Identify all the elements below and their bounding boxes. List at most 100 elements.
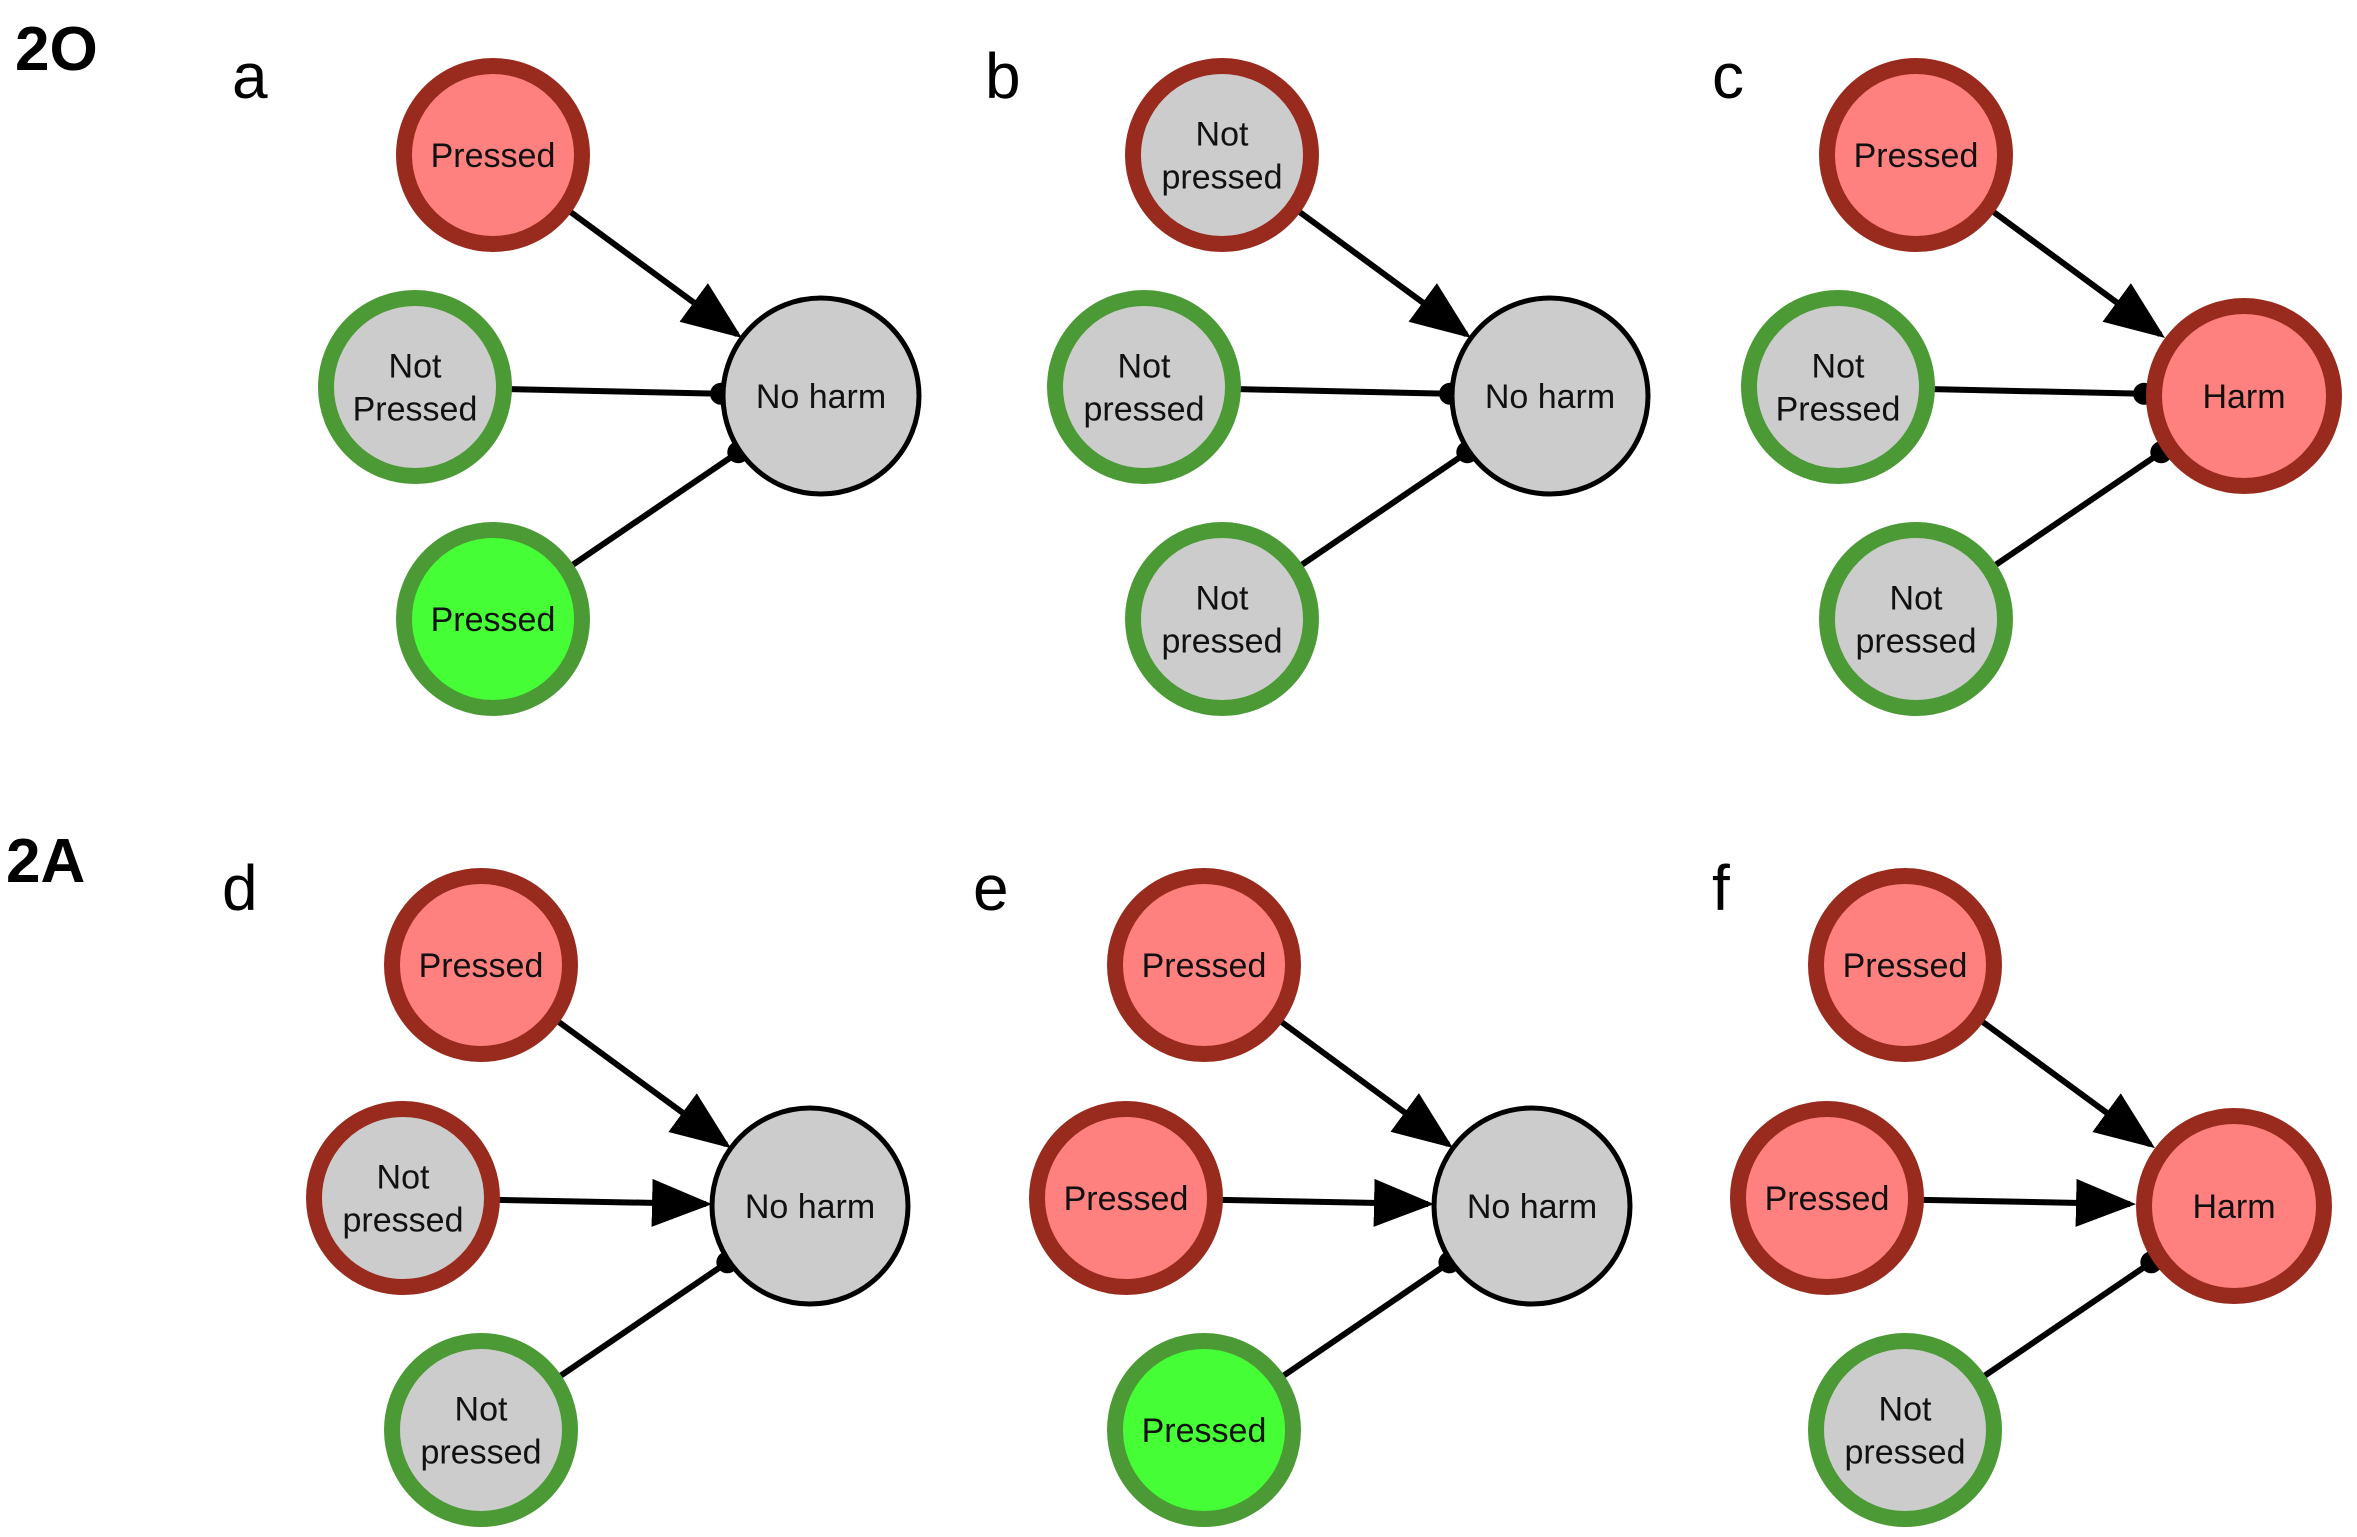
- node-a-input-3: Pressed: [396, 522, 590, 716]
- node-a-input-1-label-line: Pressed: [431, 137, 556, 175]
- edge-c-1: [1990, 208, 2166, 338]
- node-f-input-3-label-line: Not: [1879, 1390, 1932, 1428]
- node-d-input-2-label-line: pressed: [343, 1201, 464, 1239]
- node-d-outcome-label-line: No harm: [745, 1188, 875, 1226]
- edge-f-3: [1981, 1259, 2154, 1380]
- node-b-outcome: No harm: [1449, 295, 1651, 497]
- node-c-input-3: Not pressed: [1819, 522, 2013, 716]
- node-d-input-3-label-line: Not: [455, 1390, 508, 1428]
- node-c-input-3-label-line: pressed: [1856, 622, 1977, 660]
- node-d-outcome: No harm: [709, 1105, 911, 1307]
- node-a-input-1: Pressed: [396, 58, 590, 252]
- node-e-outcome: No harm: [1431, 1105, 1633, 1307]
- panel-letter-e: e: [973, 852, 1009, 924]
- node-a-input-1-circle: [396, 58, 590, 252]
- node-e-input-2-label-line: Pressed: [1064, 1180, 1189, 1218]
- node-f-outcome-label-line: Harm: [2192, 1188, 2275, 1226]
- node-b-outcome-circle: [1449, 295, 1651, 497]
- node-d-input-2: Not pressed: [306, 1101, 500, 1295]
- node-a-outcome-label-line: No harm: [756, 378, 886, 416]
- edge-f-2: [1921, 1178, 2137, 1227]
- node-f-input-1-label-line: Pressed: [1843, 947, 1968, 985]
- panel-letter-d: d: [222, 852, 258, 924]
- node-a-input-2-label-line: Pressed: [353, 390, 478, 428]
- node-f-outcome: Harm: [2136, 1108, 2332, 1304]
- node-b-input-3-label-line: pressed: [1162, 622, 1283, 660]
- node-f-input-3: Not pressed: [1808, 1333, 2002, 1527]
- node-b-input-2-circle: [1047, 290, 1241, 484]
- node-b-input-1-label-line: pressed: [1162, 158, 1283, 196]
- node-f-input-2-label-line: Pressed: [1765, 1180, 1890, 1218]
- node-c-input-1-label-line: Pressed: [1854, 137, 1979, 175]
- node-c-input-3-circle: [1819, 522, 2013, 716]
- node-e-input-2-circle: [1029, 1101, 1223, 1295]
- edge-d-3: [557, 1259, 730, 1380]
- node-b-input-1-label-line: Not: [1196, 115, 1249, 153]
- node-b-input-2-label-line: Not: [1118, 347, 1171, 385]
- edge-c-3: [1992, 449, 2163, 569]
- node-d-input-3-circle: [384, 1333, 578, 1527]
- panel-letter-a: a: [232, 40, 268, 112]
- node-c-input-2-label-line: Not: [1812, 347, 1865, 385]
- node-a-outcome: No harm: [720, 295, 922, 497]
- node-d-input-2-label-line: Not: [377, 1158, 430, 1196]
- edge-b-1: [1296, 208, 1472, 338]
- node-d-input-3: Not pressed: [384, 1333, 578, 1527]
- node-b-input-2: Not pressed: [1047, 290, 1241, 484]
- node-e-input-3-label-line: Pressed: [1142, 1412, 1267, 1450]
- node-b-input-1: Not pressed: [1125, 58, 1319, 252]
- node-e-outcome-label-line: No harm: [1467, 1188, 1597, 1226]
- node-f-input-1-circle: [1808, 868, 2002, 1062]
- node-b-outcome-label-line: No harm: [1485, 378, 1615, 416]
- node-c-input-2-circle: [1741, 290, 1935, 484]
- panel-letter-c: c: [1712, 40, 1744, 112]
- node-e-input-2: Pressed: [1029, 1101, 1223, 1295]
- node-f-input-2-circle: [1730, 1101, 1924, 1295]
- node-f-input-2: Pressed: [1730, 1101, 1924, 1295]
- edge-f-1: [1979, 1018, 2155, 1149]
- node-b-input-1-circle: [1125, 58, 1319, 252]
- row-label-2O: 2O: [15, 15, 98, 84]
- panel-letter-f: f: [1712, 852, 1730, 924]
- node-a-input-2-circle: [318, 290, 512, 484]
- node-f-outcome-circle: [2136, 1108, 2332, 1304]
- node-c-input-2-label-line: Pressed: [1776, 390, 1901, 428]
- node-c-input-1-circle: [1819, 58, 2013, 252]
- node-e-input-1: Pressed: [1107, 868, 1301, 1062]
- panel-letter-b: b: [985, 40, 1021, 112]
- node-d-input-3-label-line: pressed: [421, 1433, 542, 1471]
- edge-a-3: [569, 449, 740, 569]
- node-a-input-2-label-line: Not: [389, 347, 442, 385]
- edge-e-3: [1280, 1259, 1452, 1379]
- node-c-input-3-label-line: Not: [1890, 579, 1943, 617]
- edge-c-2: [1932, 386, 2145, 397]
- node-a-input-3-circle: [396, 522, 590, 716]
- node-e-outcome-circle: [1431, 1105, 1633, 1307]
- node-d-input-1-circle: [384, 868, 578, 1062]
- node-f-input-3-label-line: pressed: [1845, 1433, 1966, 1471]
- edge-d-1: [555, 1018, 731, 1149]
- node-c-outcome: Harm: [2146, 298, 2342, 494]
- node-b-input-3: Not pressed: [1125, 522, 1319, 716]
- node-d-input-2-circle: [306, 1101, 500, 1295]
- node-d-input-1: Pressed: [384, 868, 578, 1062]
- node-d-input-1-label-line: Pressed: [419, 947, 544, 985]
- node-b-input-3-label-line: Not: [1196, 579, 1249, 617]
- node-a-outcome-circle: [720, 295, 922, 497]
- node-f-input-1: Pressed: [1808, 868, 2002, 1062]
- edge-e-1: [1278, 1018, 1454, 1148]
- edge-b-2: [1238, 386, 1451, 397]
- node-a-input-3-label-line: Pressed: [431, 601, 556, 639]
- node-e-input-3: Pressed: [1107, 1333, 1301, 1527]
- edge-a-1: [567, 208, 743, 338]
- node-d-outcome-circle: [709, 1105, 911, 1307]
- node-b-input-2-label-line: pressed: [1084, 390, 1205, 428]
- edge-d-2: [497, 1178, 713, 1227]
